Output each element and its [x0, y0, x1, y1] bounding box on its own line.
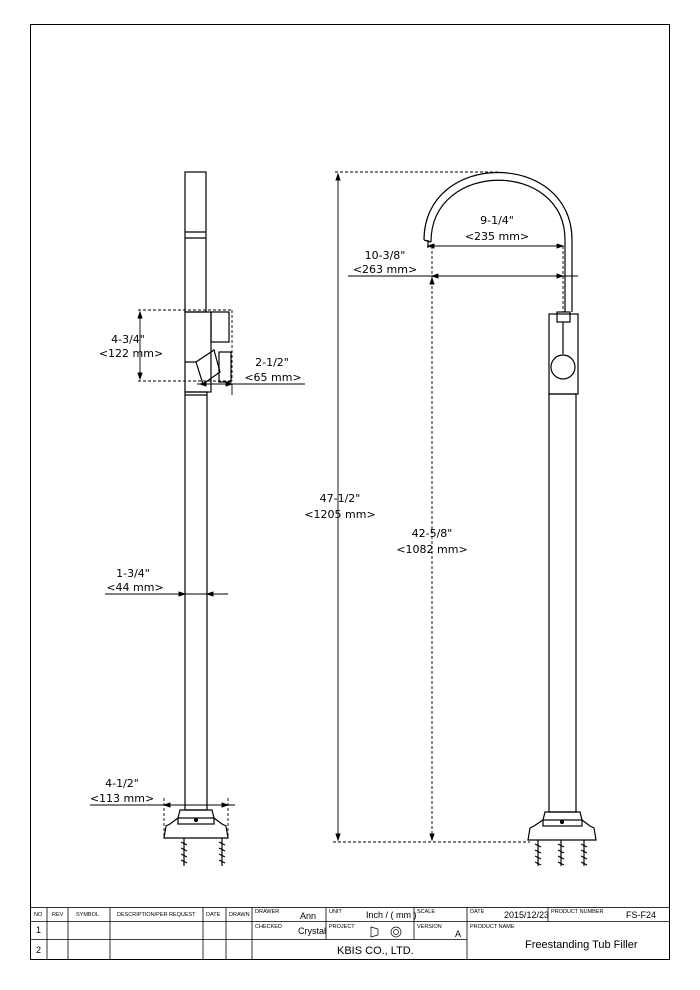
dim-base-width-inch: 4-1/2" — [105, 777, 139, 790]
tb-header-symbol: SYMBOL — [76, 912, 99, 918]
tb-row-1: 1 — [36, 925, 41, 935]
dim-handle-height-mm: <122 mm> — [99, 347, 163, 360]
projection-symbol-icon — [370, 926, 402, 938]
dim-riser-diameter-inch: 1-3/4" — [116, 567, 150, 580]
tb-header-version: VERSION — [417, 924, 442, 930]
dim-riser-diameter-mm: <44 mm> — [106, 581, 163, 594]
dim-overall-height-mm: <1205 mm> — [304, 508, 375, 521]
tb-version-value: A — [455, 929, 461, 939]
dim-handle-projection-mm: <65 mm> — [244, 371, 301, 384]
tb-header-unit: UNIT — [329, 909, 342, 915]
front-riser — [548, 393, 577, 813]
tb-checked-value: Crystal — [298, 926, 326, 936]
dim-spout-arc-mm: <235 mm> — [465, 230, 529, 243]
tb-header-description: DESCRIPTION/PER REQUEST — [117, 912, 196, 918]
front-dimension-labels: 9-1/4" <235 mm> 10-3/8" <263 mm> 47-1/2"… — [304, 214, 529, 556]
dim-handle-projection-inch: 2-1/2" — [255, 356, 289, 369]
tb-company-name: KBIS CO., LTD. — [337, 945, 414, 957]
tb-header-product-number: PRODUCT NUMBER — [551, 909, 603, 915]
dim-overall-height-inch: 47-1/2" — [320, 492, 361, 505]
side-anchor-bolts — [180, 838, 226, 866]
tb-drawer-value: Ann — [300, 911, 316, 921]
side-dimension-labels: 4-3/4" <122 mm> 2-1/2" <65 mm> 1-3/4" <4… — [90, 333, 302, 805]
front-view — [423, 172, 597, 866]
dim-spout-height-inch: 42-5/8" — [412, 527, 453, 540]
tb-header-no: NO — [34, 912, 43, 918]
tb-header-project: PROJECT — [329, 924, 355, 930]
side-upper-pipe — [184, 171, 207, 313]
tb-header-scale: SCALE — [417, 909, 435, 915]
dim-spout-reach-mm: <263 mm> — [353, 263, 417, 276]
tb-row-2: 2 — [36, 945, 41, 955]
front-dimension-lines — [333, 171, 578, 843]
front-gooseneck-spout — [423, 172, 573, 312]
side-view — [163, 171, 232, 866]
dim-spout-arc-inch: 9-1/4" — [480, 214, 514, 227]
tb-header-checked: CHECKED — [255, 924, 282, 930]
side-riser — [184, 391, 208, 811]
dim-base-width-mm: <113 mm> — [90, 792, 154, 805]
tb-product-name-value: Freestanding Tub Filler — [525, 939, 638, 951]
tb-header-drawn-col: DRAWN — [229, 912, 250, 918]
tb-header-date-col: DATE — [206, 912, 221, 918]
dim-spout-reach-inch: 10-3/8" — [365, 249, 406, 262]
title-block — [30, 907, 670, 960]
front-base — [527, 811, 597, 841]
tb-header-date: DATE — [470, 909, 485, 915]
tb-unit-value: Inch / ( mm ) — [366, 910, 417, 920]
tb-date-value: 2015/12/23 — [504, 910, 549, 920]
front-anchor-bolts — [534, 840, 588, 866]
tb-header-rev: REV — [52, 912, 64, 918]
tb-header-product-name: PRODUCT NAME — [470, 924, 515, 930]
tb-header-drawer: DRAWER — [255, 909, 279, 915]
side-handle-body — [184, 311, 212, 393]
dim-handle-height-inch: 4-3/4" — [111, 333, 145, 346]
front-handle-knob — [550, 354, 576, 380]
side-base — [163, 809, 229, 839]
tb-product-number-value: FS-F24 — [626, 910, 656, 920]
title-block-text: NO REV SYMBOL DESCRIPTION/PER REQUEST DA… — [34, 909, 656, 957]
side-dimension-lines — [90, 309, 305, 838]
dim-spout-height-mm: <1082 mm> — [396, 543, 467, 556]
